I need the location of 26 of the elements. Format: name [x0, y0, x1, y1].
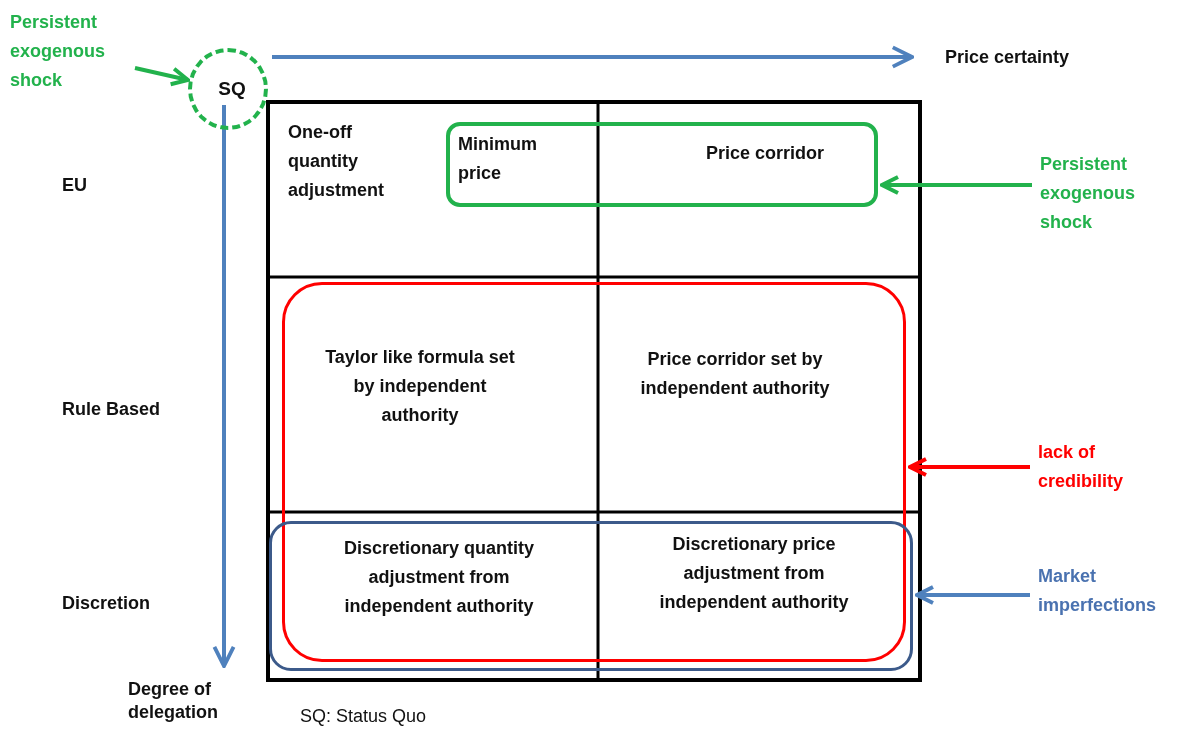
rounded-frame	[269, 521, 913, 671]
axis-label: EU	[62, 174, 88, 197]
node-text: Price corridor	[680, 139, 850, 169]
arrow	[915, 585, 1030, 605]
arrow	[880, 175, 1032, 195]
arrow	[908, 457, 1030, 477]
node-text: Taylor like formula set by independent authority	[315, 343, 525, 469]
axis-label: SQ: Status Quo	[300, 706, 428, 728]
node-text: lack of credibility	[1038, 438, 1158, 500]
dashed-circle	[188, 48, 268, 130]
node-text: Minimum price	[458, 130, 578, 190]
axis-label: Discretion	[62, 592, 152, 615]
node-text: Price corridor set by independent authority	[630, 345, 840, 439]
axis-label: Price certainty	[945, 46, 1071, 69]
axis-label: Rule Based	[62, 398, 162, 421]
node-label: SQ	[218, 78, 246, 100]
node-text: Discretionary price adjustment from independent authority	[630, 530, 878, 624]
axis-label: Degree of delegation	[128, 678, 219, 723]
arrow	[134, 66, 190, 87]
rounded-frame	[446, 122, 878, 207]
node-text: Discretionary quantity adjustment from independent authority	[316, 534, 562, 628]
node-text: Persistent exogenous shock	[10, 8, 135, 100]
node-text: Persistent exogenous shock	[1040, 150, 1180, 242]
node-text: One-off quantity adjustment	[288, 118, 423, 210]
node-text: Market imperfections	[1038, 562, 1188, 624]
rounded-frame	[282, 282, 906, 662]
